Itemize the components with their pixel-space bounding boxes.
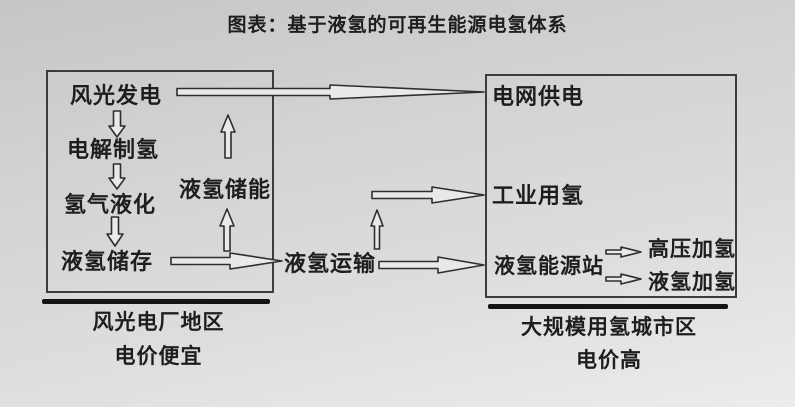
- diagram-title: 图表：基于液氢的可再生能源电氢体系: [227, 15, 568, 36]
- right-caption-price: 电价高: [576, 349, 642, 372]
- arrow-to-industrial-hydrogen: [371, 186, 485, 204]
- node-electrolysis: 电解制氢: [67, 137, 160, 162]
- node-lh2-refueling: 液氢加氢: [648, 271, 736, 294]
- left-caption-price: 电价便宜: [114, 345, 203, 368]
- left-caption-area: 风光电厂地区: [92, 311, 225, 334]
- node-industrial-hydrogen: 工业用氢: [492, 183, 585, 208]
- node-high-pressure-refueling: 高压加氢: [648, 238, 736, 261]
- left-underline-bar: [42, 299, 270, 304]
- node-lh2-storage: 液氢储存: [61, 249, 154, 274]
- node-wind-solar-power: 风光发电: [70, 83, 163, 108]
- node-hydrogen-liquefaction: 氢气液化: [64, 192, 157, 217]
- right-caption-area: 大规模用氢城市区: [521, 316, 697, 339]
- up-arrow-transport-to-industrial: [370, 209, 384, 250]
- node-lh2-energy-station: 液氢能源站: [494, 255, 604, 278]
- right-region-box: [485, 74, 737, 298]
- node-lh2-energy-storage: 液氢储能: [179, 177, 272, 202]
- right-underline-bar: [488, 304, 728, 309]
- arrow-transport-to-station: [378, 256, 485, 274]
- left-region-box: [46, 70, 274, 293]
- node-lh2-transport: 液氢运输: [284, 251, 377, 276]
- node-grid-supply: 电网供电: [492, 84, 585, 109]
